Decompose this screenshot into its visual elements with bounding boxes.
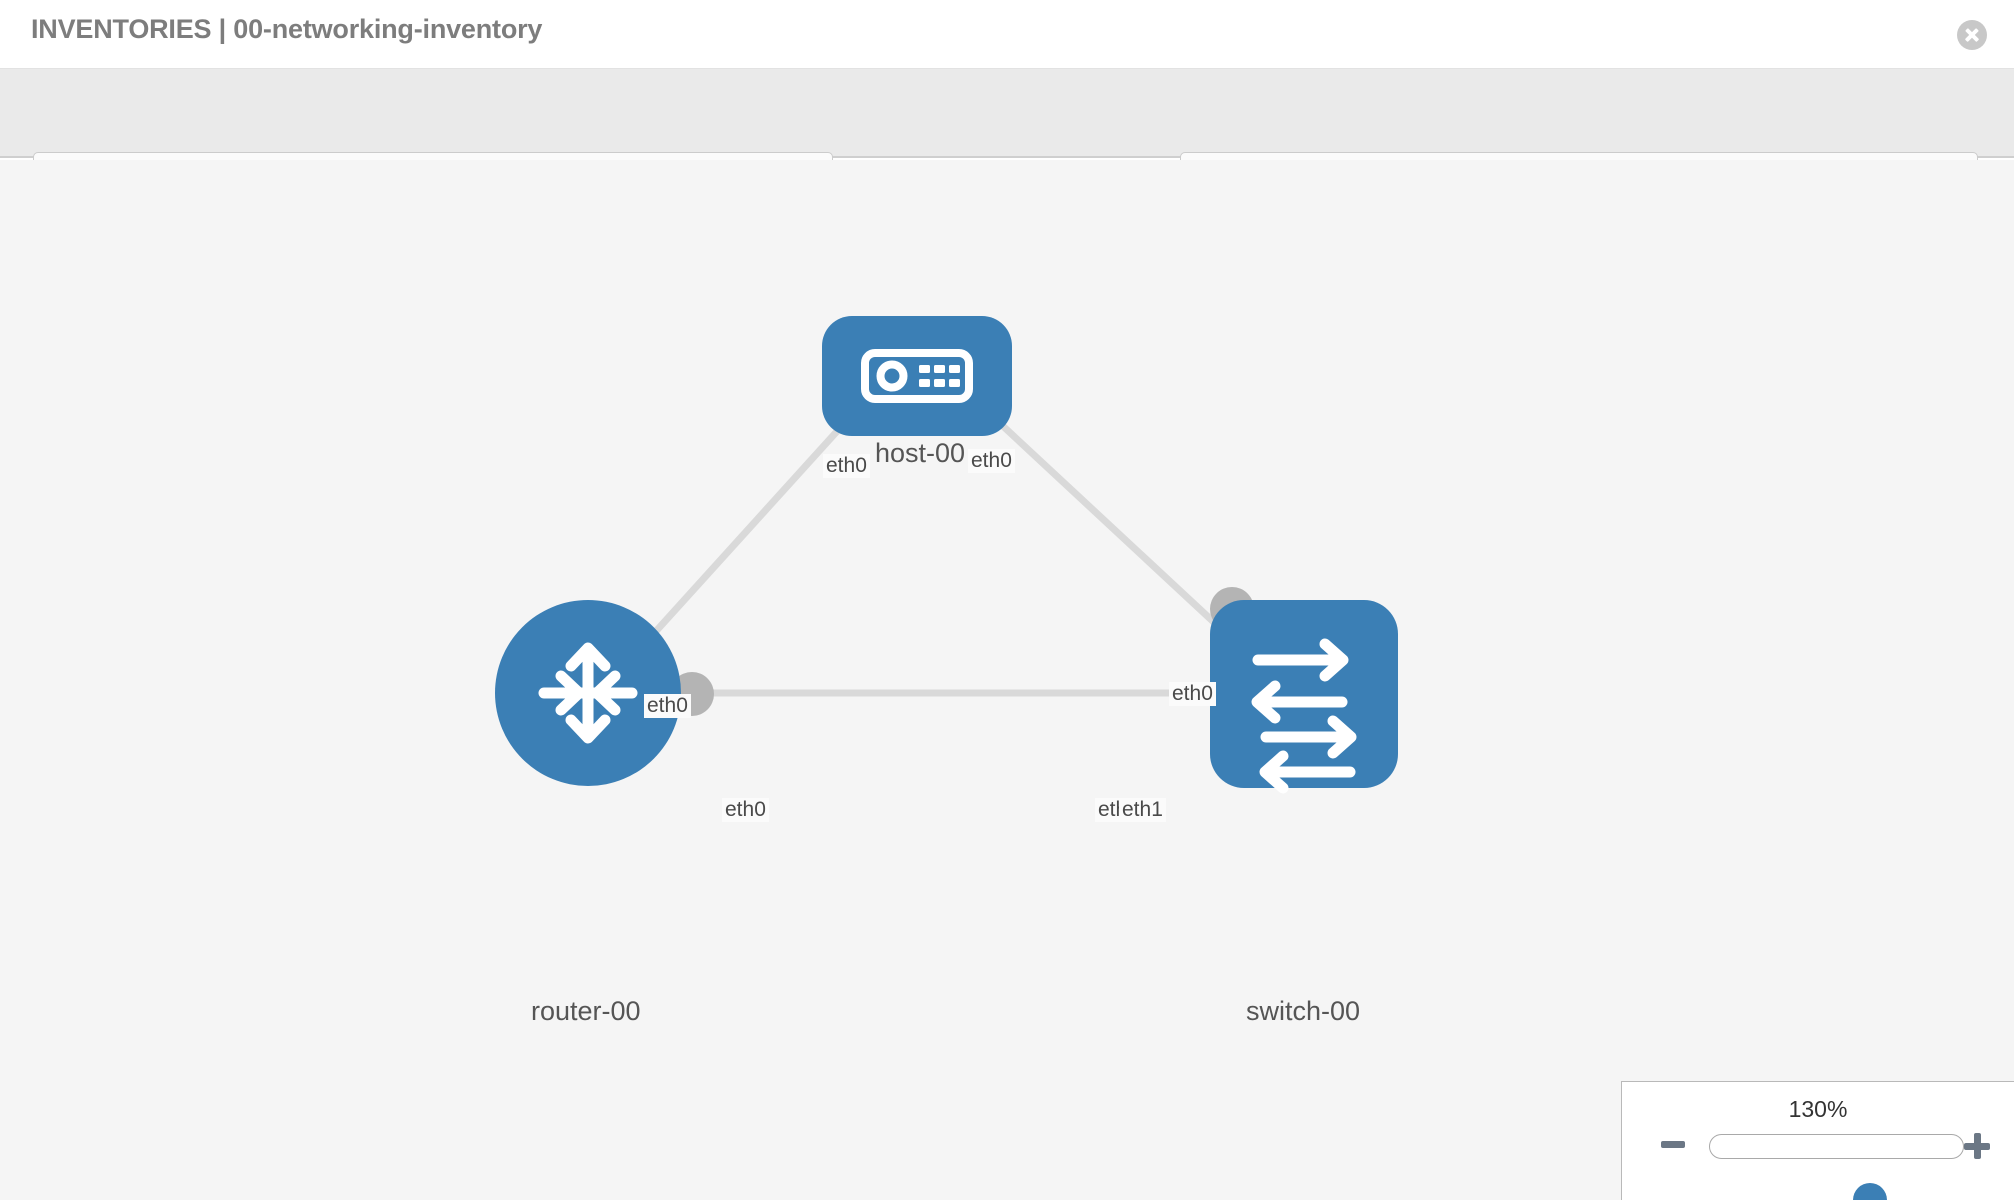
iface-label-switch00-uplink: eth0 (1169, 682, 1216, 706)
iface-label-switch00-eth1: eth1 (1119, 798, 1166, 822)
node-label-switch-00: switch-00 (1243, 996, 1364, 1027)
toolbar: ACTIONS SEARCH (0, 69, 2014, 205)
node-label-host-00: host-00 (872, 438, 969, 469)
switch-arrows-icon (1251, 638, 1357, 794)
zoom-percent-label: 130% (1788, 1096, 1848, 1122)
node-host-00[interactable] (822, 316, 1012, 436)
iface-label-router00-uplink: eth0 (644, 694, 691, 718)
topology-graph (495, 316, 1398, 794)
node-router-00[interactable] (495, 600, 681, 786)
zoom-control-panel: 130% (1621, 1081, 2014, 1200)
node-switch-00[interactable] (1210, 600, 1398, 794)
topology-canvas[interactable]: host-00 router-00 switch-00 eth0 eth0 et… (0, 160, 2014, 1200)
zoom-slider-track[interactable] (1709, 1134, 1964, 1200)
minus-icon[interactable] (1661, 1141, 1685, 1148)
close-icon[interactable] (1957, 20, 1987, 50)
zoom-slider-thumb[interactable] (1853, 1183, 1887, 1200)
plus-icon[interactable] (1964, 1133, 1990, 1159)
server-icon (861, 349, 973, 403)
node-label-router-00: router-00 (528, 996, 644, 1027)
page-title: INVENTORIES | 00-networking-inventory (31, 14, 543, 44)
iface-label-host00-right: eth0 (968, 449, 1015, 473)
router-arrows-icon (538, 642, 638, 744)
iface-label-router00-eth0: eth0 (722, 798, 769, 822)
iface-label-host00-left: eth0 (823, 454, 870, 478)
page-header: INVENTORIES | 00-networking-inventory (0, 0, 2014, 69)
